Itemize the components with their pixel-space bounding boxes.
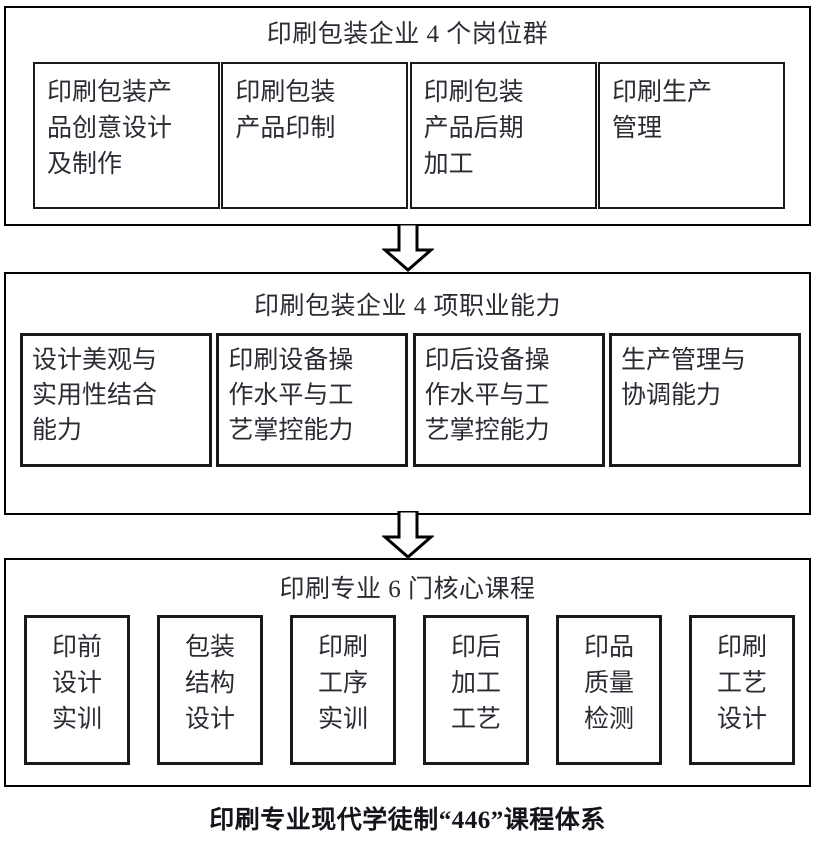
- course-box-2[interactable]: 包装 结构 设计: [157, 615, 263, 765]
- diagram-caption: 印刷专业现代学徒制“446”课程体系: [209, 807, 606, 834]
- job-group-box-4[interactable]: 印刷生产 管理: [597, 62, 785, 209]
- course-box-4[interactable]: 印后 加工 工艺: [423, 615, 529, 765]
- ability-label-1: 设计美观与 实用性结合 能力: [32, 347, 158, 444]
- ability-label-2: 印刷设备操 作水平与工 艺掌控能力: [228, 347, 354, 444]
- section-1-box-row: 印刷包装产 品创意设计 及制作 印刷包装 产品印制 印刷包装 产品后期 加工 印…: [6, 62, 809, 209]
- ability-box-2[interactable]: 印刷设备操 作水平与工 艺掌控能力: [216, 333, 409, 467]
- section-vocational-abilities: 印刷包装企业 4 项职业能力 设计美观与 实用性结合 能力 印刷设备操 作水平与…: [4, 272, 811, 515]
- down-arrow-icon-2: [381, 511, 434, 559]
- job-group-label-1: 印刷包装产 品创意设计 及制作: [47, 79, 173, 178]
- section-3-title: 印刷专业 6 门核心课程: [279, 576, 536, 603]
- course-label-1: 印前 设计 实训: [51, 634, 102, 733]
- section-job-groups: 印刷包装企业 4 个岗位群 印刷包装产 品创意设计 及制作 印刷包装 产品印制 …: [4, 6, 811, 226]
- course-label-5: 印品 质量 检测: [583, 634, 634, 733]
- course-box-6[interactable]: 印刷 工艺 设计: [689, 615, 795, 765]
- ability-box-1[interactable]: 设计美观与 实用性结合 能力: [20, 333, 212, 467]
- section-2-box-row: 设计美观与 实用性结合 能力 印刷设备操 作水平与工 艺掌控能力 印后设备操 作…: [6, 333, 809, 467]
- job-group-box-1[interactable]: 印刷包装产 品创意设计 及制作: [33, 62, 220, 209]
- course-box-1[interactable]: 印前 设计 实训: [24, 615, 130, 765]
- job-group-label-3: 印刷包装 产品后期 加工: [423, 79, 524, 178]
- down-arrow-icon-1: [381, 224, 434, 272]
- ability-box-4[interactable]: 生产管理与 协调能力: [608, 333, 801, 467]
- section-core-courses: 印刷专业 6 门核心课程 印前 设计 实训 包装 结构 设计 印刷 工序 实训 …: [4, 558, 811, 787]
- job-group-label-2: 印刷包装 产品印制: [235, 79, 336, 142]
- section-2-title: 印刷包装企业 4 项职业能力: [253, 293, 561, 320]
- course-box-5[interactable]: 印品 质量 检测: [556, 615, 662, 765]
- ability-box-3[interactable]: 印后设备操 作水平与工 艺掌控能力: [412, 333, 605, 467]
- ability-label-3: 印后设备操 作水平与工 艺掌控能力: [424, 347, 550, 444]
- section-1-title: 印刷包装企业 4 个岗位群: [266, 21, 549, 48]
- course-label-2: 包装 结构 设计: [184, 634, 235, 733]
- job-group-box-3[interactable]: 印刷包装 产品后期 加工: [409, 62, 597, 209]
- course-label-6: 印刷 工艺 设计: [716, 634, 767, 733]
- ability-label-4: 生产管理与 协调能力: [620, 347, 746, 409]
- course-label-4: 印后 加工 工艺: [450, 634, 501, 733]
- job-group-box-2[interactable]: 印刷包装 产品印制: [221, 62, 409, 209]
- course-box-3[interactable]: 印刷 工序 实训: [290, 615, 396, 765]
- job-group-label-4: 印刷生产 管理: [611, 79, 712, 142]
- section-3-box-row: 印前 设计 实训 包装 结构 设计 印刷 工序 实训 印后 加工 工艺 印品 质…: [6, 615, 809, 765]
- course-label-3: 印刷 工序 实训: [317, 634, 368, 733]
